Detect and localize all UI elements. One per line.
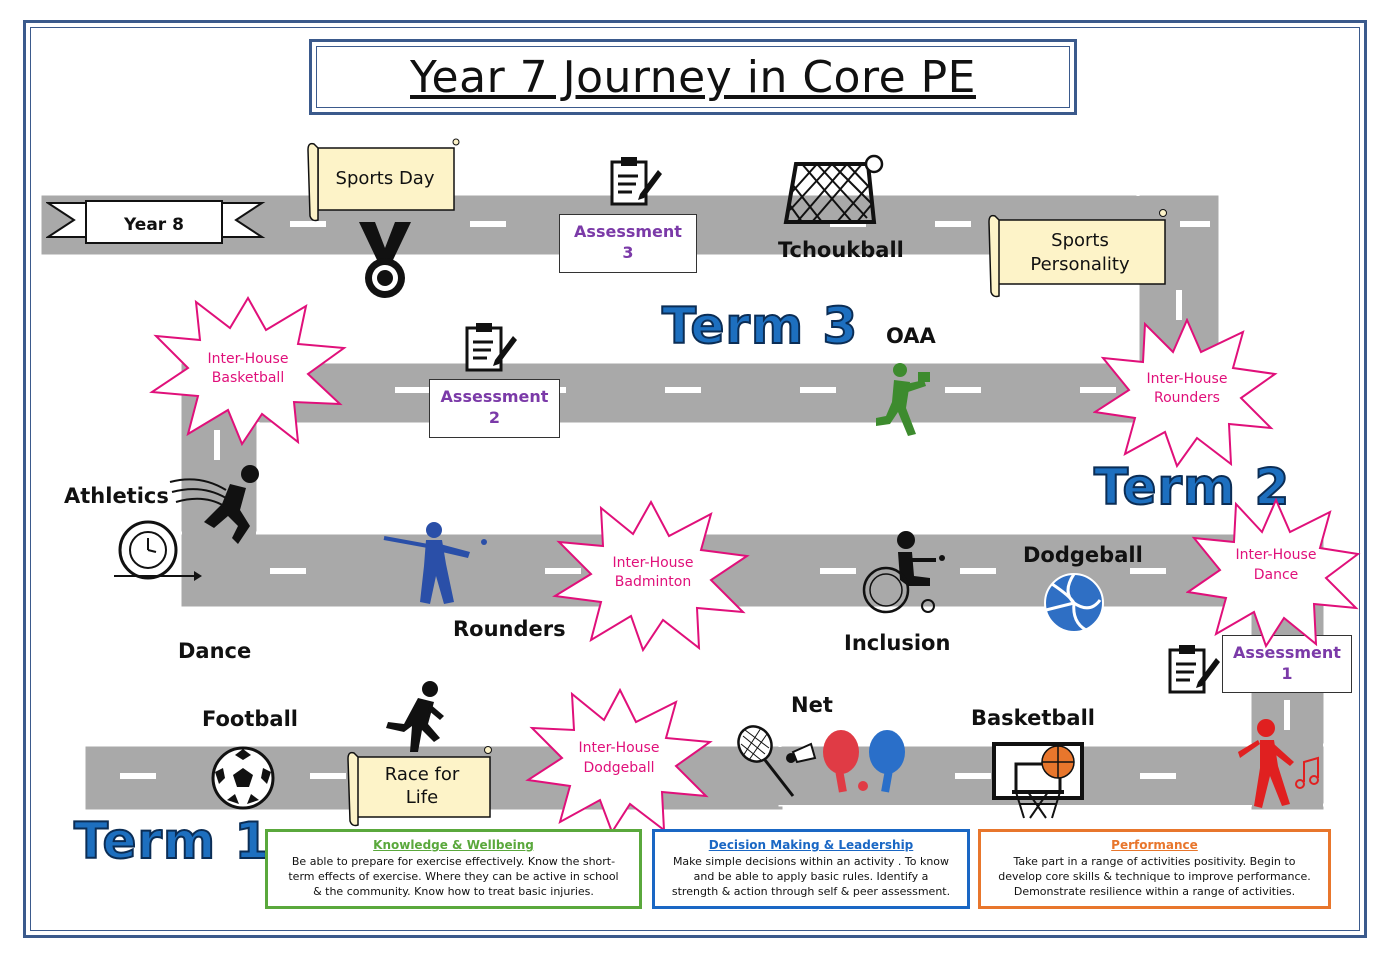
medal-icon (359, 222, 411, 298)
basketball-hoop-icon (992, 742, 1084, 819)
net-label: Net (791, 693, 833, 717)
runner-icon (386, 681, 444, 752)
decision-leadership-heading: Decision Making & Leadership (708, 838, 914, 852)
inter-house-basketball-line1: Inter-House (207, 351, 289, 367)
race-for-life-line2: Life (405, 787, 439, 808)
athletics-label: Athletics (64, 484, 169, 508)
performance-heading: Performance (1111, 838, 1198, 852)
orienteering-runner-icon (876, 363, 930, 436)
inter-house-dance-line2: Dance (1253, 567, 1299, 583)
assessment-2-number: 2 (488, 408, 501, 427)
assessment-2-label: Assessment (440, 387, 549, 406)
assessment-1-box: Assessment 1 (1222, 635, 1352, 693)
assessment-1-number: 1 (1281, 664, 1293, 683)
term-1-heading: Term 1 (73, 811, 271, 871)
performance-text: Take part in a range of activities posit… (998, 855, 1311, 898)
star-burst-icon (1093, 318, 1278, 468)
dodgeball-label: Dodgeball (1023, 543, 1143, 567)
term-3-heading: Term 3 (661, 296, 859, 356)
sports-personality-line1: Sports (1051, 230, 1109, 251)
decision-leadership-text: Make simple decisions within an activity… (671, 855, 951, 898)
race-for-life-line1: Race for (384, 764, 460, 785)
outer-frame (23, 20, 1367, 938)
assessment-2-box: Assessment 2 (429, 379, 560, 438)
year8-label: Year 8 (124, 215, 184, 235)
basketball-label: Basketball (971, 706, 1095, 730)
inter-house-badminton-line1: Inter-House (612, 555, 694, 571)
oaa-label: OAA (886, 324, 936, 348)
clipboard-icon (1168, 645, 1220, 694)
tchoukball-label: Tchoukball (778, 238, 904, 262)
inter-house-rounders-line1: Inter-House (1146, 371, 1228, 387)
dancer-icon (1238, 719, 1319, 808)
star-burst-icon (149, 296, 347, 446)
inter-house-rounders-line2: Rounders (1154, 390, 1220, 406)
rounders-label: Rounders (453, 617, 566, 641)
sports-personality-line2: Personality (1030, 254, 1130, 275)
title-box: Year 7 Journey in Core PE (309, 39, 1077, 115)
inter-house-dodgeball-line2: Dodgeball (583, 760, 655, 776)
football-label: Football (202, 707, 298, 731)
decision-leadership-box: Decision Making & Leadership Make simple… (652, 829, 970, 909)
knowledge-wellbeing-text: Be able to prepare for exercise effectiv… (288, 855, 619, 898)
performance-box: Performance Take part in a range of acti… (978, 829, 1331, 909)
volleyball-icon (1044, 573, 1104, 633)
inter-house-dodgeball-line1: Inter-House (578, 740, 660, 756)
inner-frame (30, 27, 1360, 931)
inclusion-label: Inclusion (844, 631, 951, 655)
sports-personality-scroll-icon (988, 209, 1167, 298)
wheelchair-athlete-icon (862, 531, 945, 614)
clipboard-icon (610, 157, 662, 206)
assessment-3-number: 3 (622, 243, 634, 262)
knowledge-wellbeing-box: Knowledge & Wellbeing Be able to prepare… (265, 829, 642, 909)
sports-day-text: Sports Day (335, 168, 435, 189)
rounders-batter-icon (383, 522, 487, 604)
badminton-racket-icon (737, 725, 905, 797)
assessment-1-label: Assessment (1233, 643, 1341, 662)
dance-label: Dance (178, 639, 252, 663)
athletics-sprinter-stopwatch-icon (114, 465, 259, 581)
page-title: Year 7 Journey in Core PE (410, 51, 976, 103)
year8-banner-icon (46, 200, 266, 244)
football-icon (211, 746, 275, 810)
star-burst-icon (552, 500, 750, 652)
clipboard-icon (465, 323, 517, 372)
assessment-3-box: Assessment 3 (559, 214, 697, 273)
sports-day-scroll-icon (307, 138, 460, 222)
assessment-3-label: Assessment (574, 222, 682, 241)
tchoukball-net-icon (783, 154, 884, 224)
knowledge-wellbeing-heading: Knowledge & Wellbeing (373, 838, 534, 852)
race-for-life-scroll-icon (347, 746, 492, 827)
term-2-heading: Term 2 (1093, 457, 1291, 517)
inter-house-basketball-line2: Basketball (211, 370, 285, 386)
inter-house-dance-line1: Inter-House (1235, 547, 1317, 563)
inter-house-badminton-line2: Badminton (614, 574, 692, 590)
star-burst-icon (1186, 498, 1361, 648)
